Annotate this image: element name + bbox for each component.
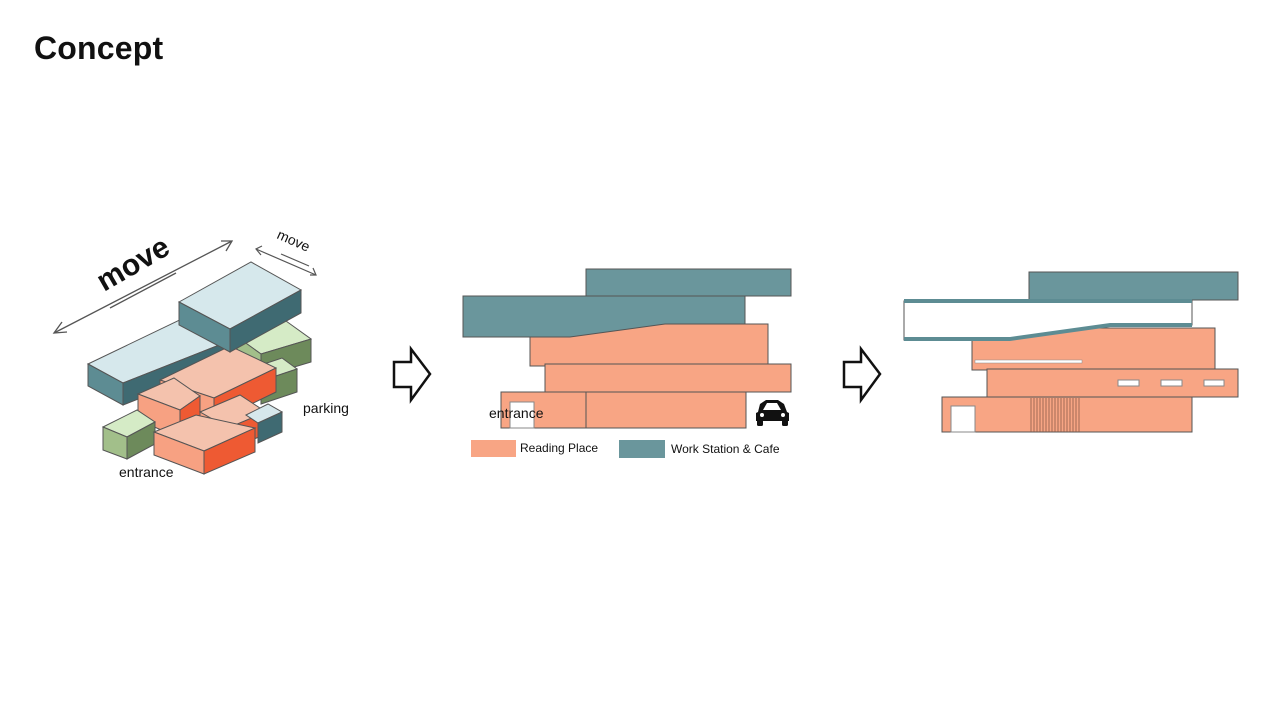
legend-swatch-reading xyxy=(471,440,516,457)
entrance-door xyxy=(950,405,976,433)
move-label-small: move xyxy=(275,226,313,255)
program-elevation-diagram xyxy=(462,268,792,429)
teal-slab-ramp xyxy=(462,295,746,338)
salmon-middle-floor xyxy=(986,368,1239,398)
isometric-massing-diagram: move move xyxy=(52,226,349,480)
teal-block-top xyxy=(177,261,303,353)
legend-label-reading: Reading Place xyxy=(520,441,598,455)
facade-elevation-diagram xyxy=(903,271,1239,433)
salmon-floor-1 xyxy=(544,363,792,393)
move-arrow-large xyxy=(52,240,234,334)
window xyxy=(1203,379,1225,387)
green-block-front xyxy=(101,409,156,460)
parking-label: parking xyxy=(303,400,349,416)
page-title: Concept xyxy=(34,30,164,66)
move-arrow-small xyxy=(255,245,317,276)
window xyxy=(1160,379,1183,387)
teal-block-small xyxy=(245,403,284,444)
legend-swatch-workstation xyxy=(619,440,665,458)
entrance-label-elevation: entrance xyxy=(489,405,544,421)
vertical-louvers xyxy=(1030,398,1080,432)
car-icon xyxy=(756,400,789,426)
entrance-label: entrance xyxy=(119,464,174,480)
orange-block-front xyxy=(152,414,257,475)
right-arrow-icon xyxy=(842,345,882,404)
teal-slab-top xyxy=(585,268,792,297)
salmon-ground-floor xyxy=(500,391,747,429)
entrance-door xyxy=(509,401,535,429)
teal-roof-block xyxy=(1028,271,1239,301)
move-label-large: move xyxy=(91,230,175,298)
legend-label-workstation: Work Station & Cafe xyxy=(671,442,780,456)
right-arrow-icon xyxy=(392,345,432,404)
legend: Reading Place Work Station & Cafe xyxy=(471,440,780,458)
window xyxy=(1117,379,1140,387)
